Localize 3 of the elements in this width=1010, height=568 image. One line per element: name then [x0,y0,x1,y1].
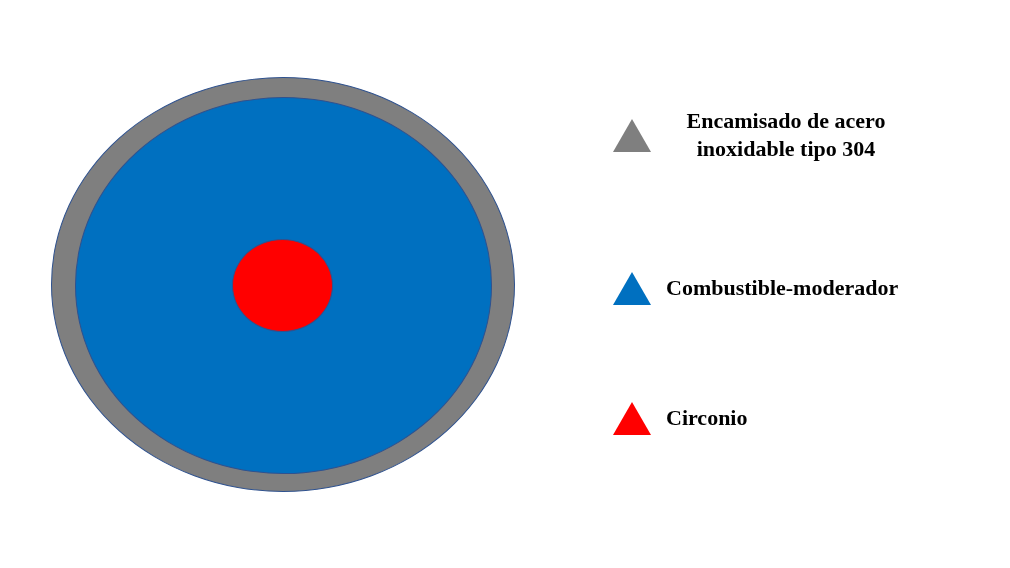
legend-label: Circonio [666,404,748,432]
legend-label: Combustible-moderador [666,274,899,302]
legend-label: Encamisado de acero inoxidable tipo 304 [685,107,887,162]
